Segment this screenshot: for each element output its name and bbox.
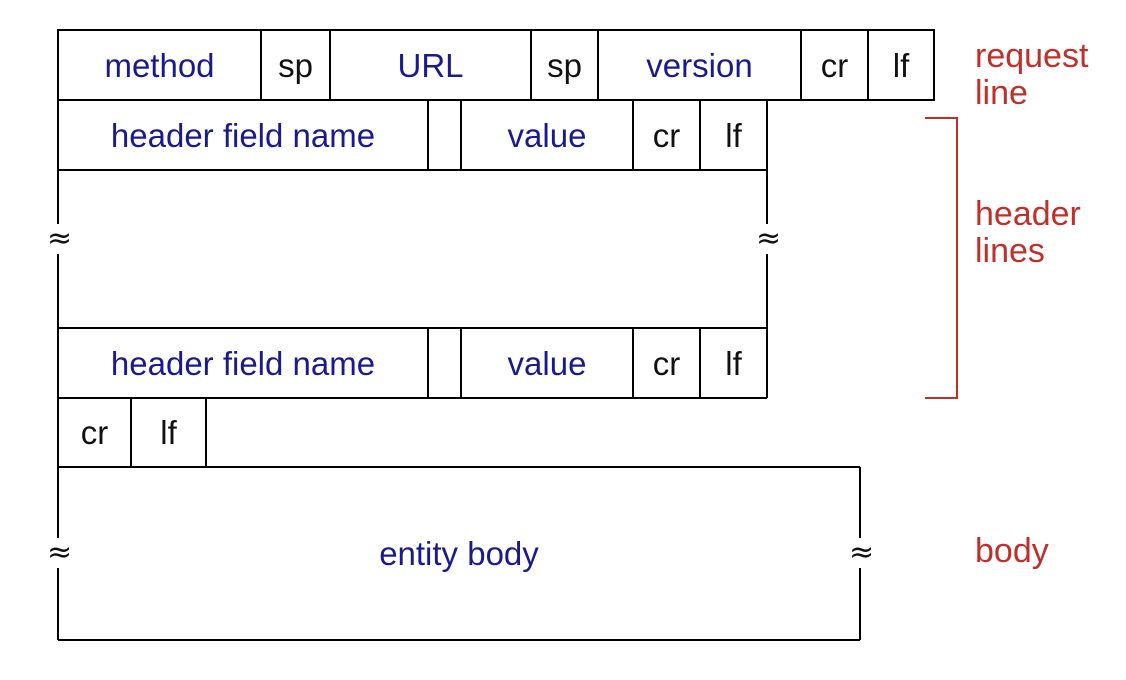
entity-body-text: entity body — [379, 534, 539, 572]
header-separator-2 — [428, 328, 461, 398]
header-lines-bracket — [925, 117, 958, 399]
request-cr-field: cr — [820, 46, 849, 84]
request-method-field: method — [104, 46, 215, 84]
request-sp-field-2: sp — [547, 46, 582, 84]
request-line-row-border — [57, 29, 935, 101]
header-value-2: value — [507, 344, 587, 382]
request-line-label: request line — [975, 37, 1089, 113]
header-lines-label: header lines — [975, 195, 1081, 271]
header-lf-1: lf — [725, 116, 742, 154]
header-cr-2: cr — [652, 344, 681, 382]
body-break-right-symbol: ≈ — [849, 535, 875, 570]
blank-line-lf: lf — [160, 414, 177, 451]
header-cr-1: cr — [652, 116, 681, 154]
header-break-left-symbol: ≈ — [47, 221, 73, 256]
header-separator-1 — [428, 100, 461, 170]
body-label: body — [975, 532, 1049, 570]
header-value-1: value — [507, 116, 587, 154]
request-lf-field: lf — [892, 46, 910, 84]
request-sp-field-1: sp — [278, 46, 313, 84]
body-break-left-symbol: ≈ — [47, 535, 73, 570]
header-lf-2: lf — [725, 344, 742, 382]
header-break-right-symbol: ≈ — [756, 221, 782, 256]
request-line-label-line-2: line — [975, 74, 1028, 113]
request-line-label-line-1: request — [975, 37, 1089, 75]
header-lines-label-line-2: lines — [975, 232, 1045, 271]
blank-line-cr: cr — [80, 414, 109, 451]
request-version-field: version — [646, 46, 753, 84]
request-url-field: URL — [397, 46, 464, 84]
header-lines-label-line-1: header — [975, 195, 1081, 233]
header-field-name-2: header field name — [110, 344, 376, 382]
header-field-name-1: header field name — [110, 116, 376, 154]
